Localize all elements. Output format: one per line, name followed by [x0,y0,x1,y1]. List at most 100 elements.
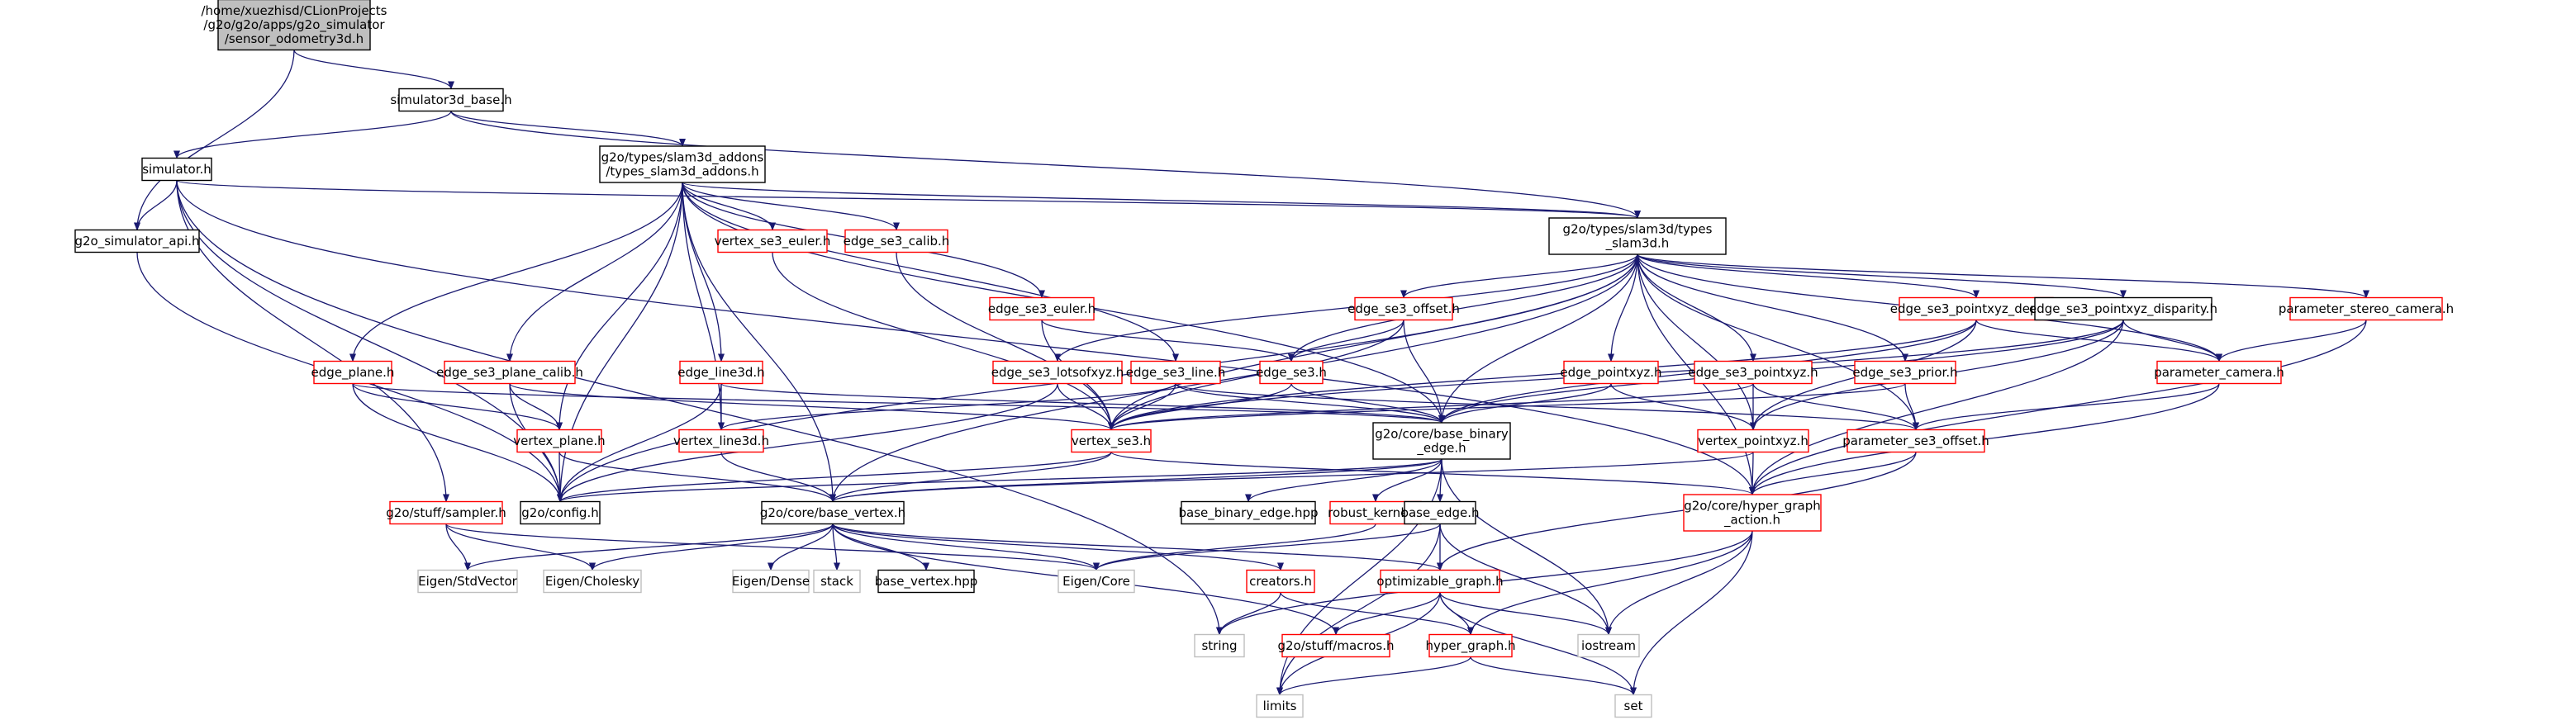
edge-slam3dtypes-to-p_offset [1637,253,1919,431]
node-bbedgehpp[interactable]: base_binary_edge.hpp [1178,500,1319,525]
node-v_se3[interactable]: vertex_se3.h [1071,429,1152,453]
node-e_plane-box [313,360,392,385]
edge-addons-to-e_planecalib [506,182,683,362]
node-v_plane[interactable]: vertex_plane.h [513,429,606,453]
node-e_plane-label: edge_plane.h [311,365,395,381]
node-p_offset[interactable]: parameter_se3_offset.h [1842,429,1989,453]
node-e_lotsof-box [992,360,1123,385]
node-config[interactable]: g2o/config.h [520,500,601,525]
node-basevertex[interactable]: g2o/core/base_vertex.h [760,500,905,525]
node-addons-label: /types_slam3d_addons.h [606,164,758,180]
edge-addons-to-basevertex [682,182,836,503]
node-e_pdisp[interactable]: edge_se3_pointxyz_disparity.h [2029,296,2217,321]
node-macros[interactable]: g2o/stuff/macros.h [1277,633,1395,658]
edge-root-to-simapi [134,50,295,231]
edge-v_euler-to-v_se3 [772,252,1115,431]
node-cholesky: Eigen/Cholesky [543,569,642,594]
node-e_pdisp-box [2034,296,2212,321]
node-root[interactable]: /home/xuezhisd/CLionProjects/g2o/g2o/app… [202,0,387,51]
node-v_euler[interactable]: vertex_se3_euler.h [715,229,831,253]
edge-slam3dtypes-to-v_pxyz [1637,253,1756,431]
node-bvhpp-label: base_vertex.hpp [875,574,978,590]
edge-hgaction-to-iostream [1605,530,1753,636]
node-e_pxyz[interactable]: edge_pointxyz.h [1560,360,1662,385]
edge-e_planecalib-to-v_se3 [509,382,1115,431]
node-addons-label: g2o/types/slam3d_addons [601,150,764,166]
node-e_pdepth-label: edge_se3_pointxyz_depth.h [1890,301,2062,317]
node-baseedge[interactable]: base_edge.h [1400,500,1480,525]
edge-slam3dtypes-to-basevertex [829,253,1638,503]
node-v_se3-box [1071,429,1152,453]
node-e_planecalib-label: edge_se3_plane_calib.h [436,365,583,381]
node-e_prior-box [1854,360,1956,385]
node-e_euler[interactable]: edge_se3_euler.h [988,296,1096,321]
node-macros-label: g2o/stuff/macros.h [1277,638,1394,653]
edge-basevertex-to-bvhpp [832,523,929,571]
node-root-label: /sensor_odometry3d.h [225,31,364,47]
node-cholesky-box [543,569,642,594]
edge-sim3dbase-to-slam3dtypes [450,111,1641,219]
node-e_calib[interactable]: edge_se3_calib.h [844,229,950,253]
node-e_plane[interactable]: edge_plane.h [311,360,395,385]
node-e_pdepth[interactable]: edge_se3_pointxyz_depth.h [1890,296,2062,321]
node-basebinary-box [1372,422,1511,460]
node-limits-label: limits [1263,699,1297,713]
node-e_offset[interactable]: edge_se3_offset.h [1347,296,1460,321]
edge-slam3dtypes-to-p_stereo [1637,253,2369,299]
node-eigencore-box [1057,569,1135,594]
edge-addons-to-e_calib [682,182,900,231]
edge-e_se3pxyz-to-p_offset [1752,383,1919,431]
node-optgraph[interactable]: optimizable_graph.h [1376,569,1504,594]
node-e_planecalib[interactable]: edge_se3_plane_calib.h [436,360,583,385]
node-sampler[interactable]: g2o/stuff/sampler.h [386,500,506,525]
edge-slam3dtypes-to-e_pdepth [1637,253,1980,299]
node-config-box [520,500,601,525]
edge-e_planecalib-to-v_plane [509,383,563,431]
node-basebinary[interactable]: g2o/core/base_binary_edge.h [1372,422,1511,460]
edge-simulator-to-slam3dtypes [176,179,1641,219]
edge-addons-to-config [557,182,683,503]
node-simapi[interactable]: g2o_simulator_api.h [74,229,200,253]
edge-p_camera-to-hgaction [1749,383,2220,495]
edge-basebinary-to-iostream [1441,458,1612,636]
edge-simulator-to-string [176,180,1223,636]
node-slam3dtypes[interactable]: g2o/types/slam3d/types_slam3d.h [1548,217,1727,255]
node-v_pxyz[interactable]: vertex_pointxyz.h [1697,429,1809,453]
edge-hgaction-to-set [1630,530,1753,696]
node-hgaction[interactable]: g2o/core/hyper_graph_action.h [1683,494,1822,532]
node-hypergraph-box [1428,633,1513,658]
node-e_offset-label: edge_se3_offset.h [1347,301,1460,317]
node-simulator[interactable]: simulator.h [141,157,212,182]
node-bvhpp[interactable]: base_vertex.hpp [875,569,978,594]
node-hypergraph-label: hyper_graph.h [1426,638,1516,654]
edge-e_offset-to-v_se3 [1108,320,1404,431]
node-set: set [1614,694,1652,718]
node-creators[interactable]: creators.h [1246,569,1315,594]
node-e_se3-label: edge_se3.h [1256,365,1327,381]
edge-hypergraph-to-set [1470,656,1637,696]
node-e_se3[interactable]: edge_se3.h [1256,360,1327,385]
node-p_offset-box [1846,429,1985,453]
node-e_line3d[interactable]: edge_line3d.h [677,360,765,385]
node-hypergraph[interactable]: hyper_graph.h [1426,633,1516,658]
node-cholesky-label: Eigen/Cholesky [545,574,639,589]
edge-basevertex-to-creators [832,523,1284,571]
node-e_prior[interactable]: edge_se3_prior.h [1852,360,1958,385]
edge-hypergraph-to-limits [1276,656,1471,696]
edge-slam3dtypes-to-e_se3 [1288,253,1638,362]
node-v_line3d[interactable]: vertex_line3d.h [673,429,769,453]
node-addons[interactable]: g2o/types/slam3d_addons/types_slam3d_add… [599,145,766,183]
node-v_line3d-label: vertex_line3d.h [673,433,769,449]
node-p_stereo[interactable]: parameter_stereo_camera.h [2279,296,2454,321]
edge-root-to-sim3dbase [293,50,454,90]
node-sim3dbase[interactable]: simulator3d_base.h [390,88,512,112]
edge-slam3dtypes-to-basebinary [1438,253,1638,424]
edge-slam3dtypes-to-e_offset [1400,253,1638,299]
node-e_planecalib-box [444,360,576,385]
node-e_se3pxyz[interactable]: edge_se3_pointxyz.h [1688,360,1818,385]
node-p_camera[interactable]: parameter_camera.h [2154,360,2284,385]
node-e_calib-box [844,229,948,253]
edge-basebinary-to-basevertex [829,458,1442,503]
node-e_line[interactable]: edge_se3_line.h [1126,360,1225,385]
node-e_lotsof[interactable]: edge_se3_lotsofxyz.h [991,360,1124,385]
